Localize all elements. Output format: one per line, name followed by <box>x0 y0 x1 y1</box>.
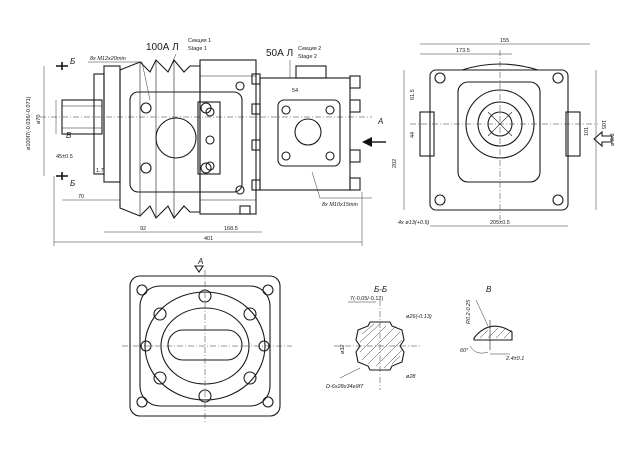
stage2-plate <box>277 99 341 167</box>
thread-top: 8х М12х20min <box>90 56 126 62</box>
view-arrow-right <box>593 130 613 148</box>
cut-b-top-label: Б <box>70 57 75 66</box>
dim-205: 205±0.5 <box>490 220 510 226</box>
stage1-housing <box>119 59 201 219</box>
dim-17: 1.7 <box>96 168 104 174</box>
stage1-label: 100А Л <box>146 42 179 53</box>
end-plate <box>429 69 569 211</box>
stage2-sub2: Stage 2 <box>298 54 317 60</box>
stage2-sub1: Секция 2 <box>298 46 321 52</box>
dim-44: 44 <box>410 132 416 138</box>
bb-dim-7: 7(-0.05/-0.12) <box>350 296 383 302</box>
dim-45: 45±0.5 <box>56 154 73 160</box>
cut-marker-top <box>56 62 68 70</box>
stage2-label: 50А Л <box>266 48 293 59</box>
detail-v-angle: 60° <box>460 348 469 354</box>
bb-spline: D-6х28х34е9f7 <box>326 384 364 390</box>
thread-bot: 8х М10х15min <box>322 202 358 208</box>
view-a-title: А <box>197 257 203 266</box>
dim-155: 155 <box>500 38 509 44</box>
bb-dim-26: ø26(-0.13) <box>406 314 432 320</box>
stage2-housing <box>259 77 351 191</box>
flow-arrow <box>362 137 372 147</box>
dim-holes: 4х ø13(+0.5) <box>398 220 430 226</box>
view-v-label: В <box>66 131 72 140</box>
pump-end-view: 155 173.5 202 61.5 44 105 101 ø 9.3 205±… <box>392 38 616 227</box>
stage1-plate <box>129 91 243 193</box>
dim-92: 92 <box>140 226 146 232</box>
view-a: А <box>122 257 292 424</box>
stage2-port <box>294 118 322 146</box>
spline-hatch <box>359 323 403 369</box>
dim-d100: ø100f7(-0.036/-0.071) <box>26 96 32 150</box>
dim-1685: 168.5 <box>224 226 238 232</box>
middle-body <box>199 59 257 215</box>
detail-v-24: 2.4±0.1 <box>505 356 524 362</box>
bb-dim-28: ø28 <box>406 374 416 380</box>
dim-d70: ø70 <box>36 115 42 124</box>
detail-v-profile <box>473 325 513 341</box>
stage1-sub1: Секция 1 <box>188 38 211 44</box>
view-a-label: А <box>377 117 383 126</box>
dim-401: 401 <box>204 236 213 242</box>
section-bb: Б-Б 7(-0.05/-0.12) ø26(-0.13) ø32 ø28 D-… <box>326 285 432 390</box>
stage1-sub2: Stage 1 <box>188 46 207 52</box>
detail-v: В R0.2-0.25 60° 2.4±0.1 <box>460 285 524 362</box>
bb-dim-32: ø32 <box>340 345 346 354</box>
dim-202: 202 <box>392 159 398 168</box>
dim-105: 105 <box>600 120 606 129</box>
dim-70: 70 <box>78 194 84 200</box>
dim-615: 61.5 <box>410 89 416 100</box>
view-a-bolts <box>136 284 274 408</box>
dim-101: 101 <box>584 127 590 136</box>
dim-54: 54 <box>292 88 298 94</box>
spline-section <box>355 321 405 371</box>
cut-marker-bot <box>56 172 68 180</box>
stage1-port <box>155 117 197 159</box>
detail-v-title: В <box>486 285 492 294</box>
detail-v-r: R0.2-0.25 <box>466 299 472 324</box>
cut-b-bot-label: Б <box>70 179 75 188</box>
dim-1735: 173.5 <box>456 48 470 54</box>
pump-side-view: А Б Б В 100А Л Секция 1 Stage 1 50А Л Се… <box>26 38 386 246</box>
section-bb-title: Б-Б <box>374 285 387 294</box>
dim-ref-93: ø 9.3 <box>610 133 616 146</box>
